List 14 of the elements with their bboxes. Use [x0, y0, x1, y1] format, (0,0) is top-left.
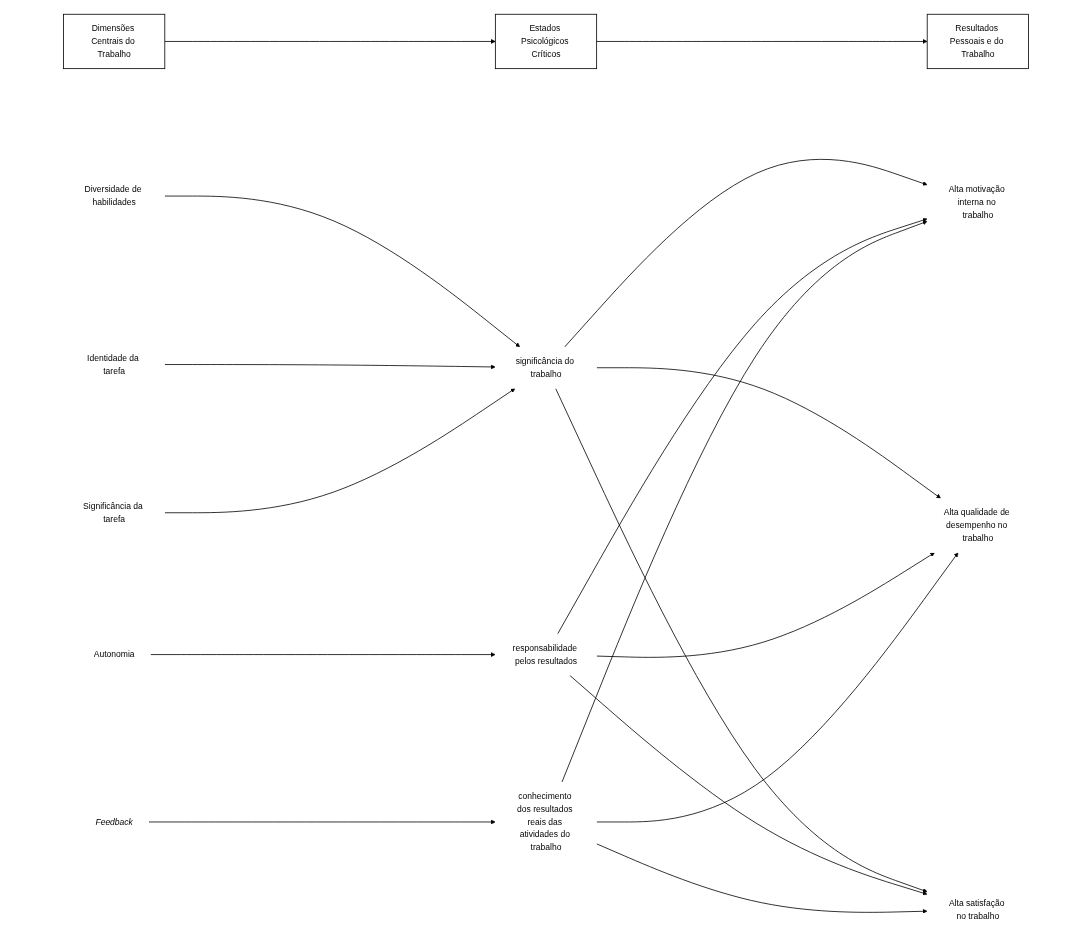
node-text: responsabilidade pelos resultados — [512, 643, 578, 666]
node-text: Alta qualidade de desempenho no trabalho — [943, 507, 1010, 543]
node-box: Dimensões Centrais do Trabalho — [63, 13, 166, 70]
node-box: Resultados Pessoais e do Trabalho — [926, 13, 1029, 70]
node-text: Significância da tarefa — [83, 501, 143, 524]
node-text: conhecimento dos resultados reais das atividades do trabalho — [517, 791, 573, 852]
node-text: significância do trabalho — [515, 356, 574, 379]
node-text: Autonomia — [93, 649, 135, 659]
node-text: Alta motivação interna no trabalho — [948, 184, 1005, 220]
node-text: Diversidade de habilidades — [84, 184, 142, 207]
node-text: Feedback — [95, 817, 133, 827]
node-text: Alta satisfação no trabalho — [948, 898, 1005, 921]
node-text: Identidade da tarefa — [87, 353, 139, 376]
node-box: Estados Psicológicos Críticos — [494, 13, 598, 70]
